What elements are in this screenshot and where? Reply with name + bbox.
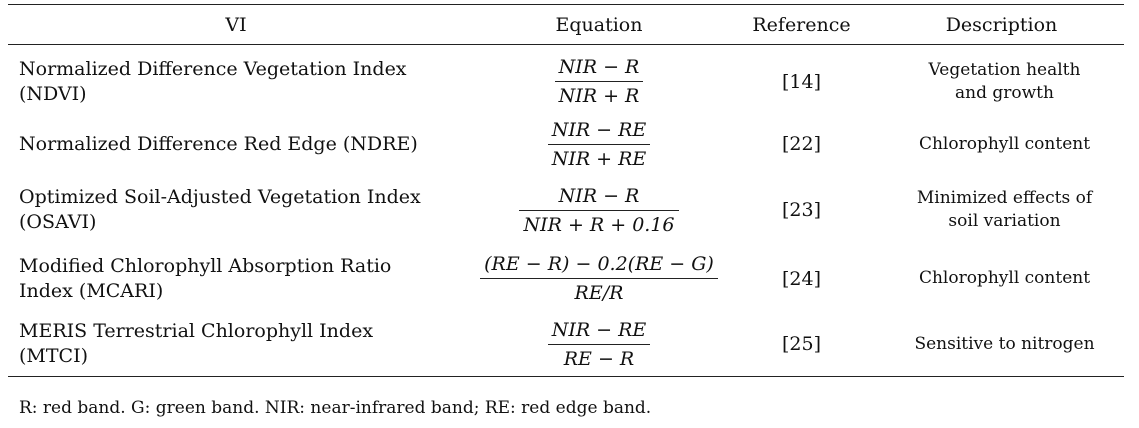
equation-fraction: NIR − R NIR + R [554, 55, 644, 108]
vi-name-cell: Modified Chlorophyll Absorption Ratio In… [8, 245, 474, 312]
description-line: soil variation [948, 211, 1061, 231]
vi-name-line: Modified Chlorophyll Absorption Ratio [19, 254, 392, 277]
vi-name-cell: Optimized Soil-Adjusted Vegetation Index… [8, 175, 474, 245]
description-line: Chlorophyll content [918, 133, 1091, 154]
table-row: MERIS Terrestrial Chlorophyll Index (MTC… [8, 312, 1124, 377]
equation-numerator: NIR − R [554, 55, 644, 82]
table-row: Normalized Difference Red Edge (NDRE) NI… [8, 113, 1124, 175]
vi-name-cell: Normalized Difference Vegetation Index (… [8, 45, 474, 114]
header-reference: Reference [752, 13, 851, 36]
description-cell: Sensitive to nitrogen [879, 312, 1124, 377]
header-description: Description [945, 13, 1058, 36]
equation-denominator: NIR + R [558, 85, 640, 107]
header-equation: Equation [555, 13, 643, 36]
description-line: Vegetation health [928, 59, 1081, 80]
equation-numerator: NIR − RE [547, 118, 651, 145]
vi-name-line: MERIS Terrestrial Chlorophyll Index [19, 320, 374, 342]
table-row: Normalized Difference Vegetation Index (… [8, 45, 1124, 114]
equation-cell: NIR − R NIR + R [474, 45, 724, 114]
table-footnote: R: red band. G: green band. NIR: near-in… [19, 398, 652, 418]
equation-denominator: RE − R [563, 347, 635, 370]
equation-denominator: RE/R [574, 282, 624, 304]
equation-cell: (RE − R) − 0.2(RE − G) RE/R [474, 245, 724, 312]
reference-cell: [23] [781, 199, 821, 221]
equation-cell: NIR − R NIR + R + 0.16 [474, 175, 724, 245]
description-cell: Minimized effects of soil variation [879, 175, 1124, 245]
vi-name-line: Optimized Soil-Adjusted Vegetation Index [19, 186, 421, 208]
description-cell: Vegetation health and growth [879, 45, 1124, 114]
table-row: Optimized Soil-Adjusted Vegetation Index… [8, 175, 1124, 245]
vi-name-line: (NDVI) [19, 82, 87, 105]
description-line: and growth [955, 82, 1054, 103]
description-line: Sensitive to nitrogen [914, 333, 1095, 354]
vi-name-line: Normalized Difference Red Edge (NDRE) [19, 132, 418, 155]
equation-numerator: NIR − R [519, 184, 679, 211]
equation-denominator: NIR + R + 0.16 [523, 213, 675, 236]
equation-fraction: NIR − RE NIR + RE [547, 118, 651, 171]
vi-name-line: (OSAVI) [19, 211, 97, 233]
vi-name-line: (MTCI) [19, 345, 88, 367]
vi-name-line: Index (MCARI) [19, 279, 164, 302]
vegetation-index-table: VI Equation Reference Description Normal… [8, 4, 1124, 377]
equation-numerator: (RE − R) − 0.2(RE − G) [480, 252, 718, 279]
reference-cell: [24] [781, 267, 821, 290]
equation-fraction: NIR − RE RE − R [547, 318, 651, 371]
header-vi: VI [225, 13, 247, 36]
description-cell: Chlorophyll content [879, 245, 1124, 312]
description-cell: Chlorophyll content [879, 113, 1124, 175]
vi-name-cell: MERIS Terrestrial Chlorophyll Index (MTC… [8, 312, 474, 377]
description-line: Chlorophyll content [918, 268, 1091, 288]
reference-cell: [22] [781, 133, 821, 155]
equation-fraction: (RE − R) − 0.2(RE − G) RE/R [480, 252, 718, 305]
equation-cell: NIR − RE NIR + RE [474, 113, 724, 175]
equation-denominator: NIR + RE [551, 147, 647, 170]
table-row: Modified Chlorophyll Absorption Ratio In… [8, 245, 1124, 312]
vegetation-index-table-container: VI Equation Reference Description Normal… [8, 4, 1124, 377]
reference-cell: [14] [781, 70, 821, 93]
description-line: Minimized effects of [916, 188, 1093, 208]
table-header-row: VI Equation Reference Description [8, 4, 1124, 45]
vi-name-cell: Normalized Difference Red Edge (NDRE) [8, 113, 474, 175]
vi-name-line: Normalized Difference Vegetation Index [19, 57, 407, 80]
equation-fraction: NIR − R NIR + R + 0.16 [519, 184, 679, 237]
equation-cell: NIR − RE RE − R [474, 312, 724, 377]
reference-cell: [25] [781, 333, 821, 355]
equation-numerator: NIR − RE [547, 318, 651, 345]
